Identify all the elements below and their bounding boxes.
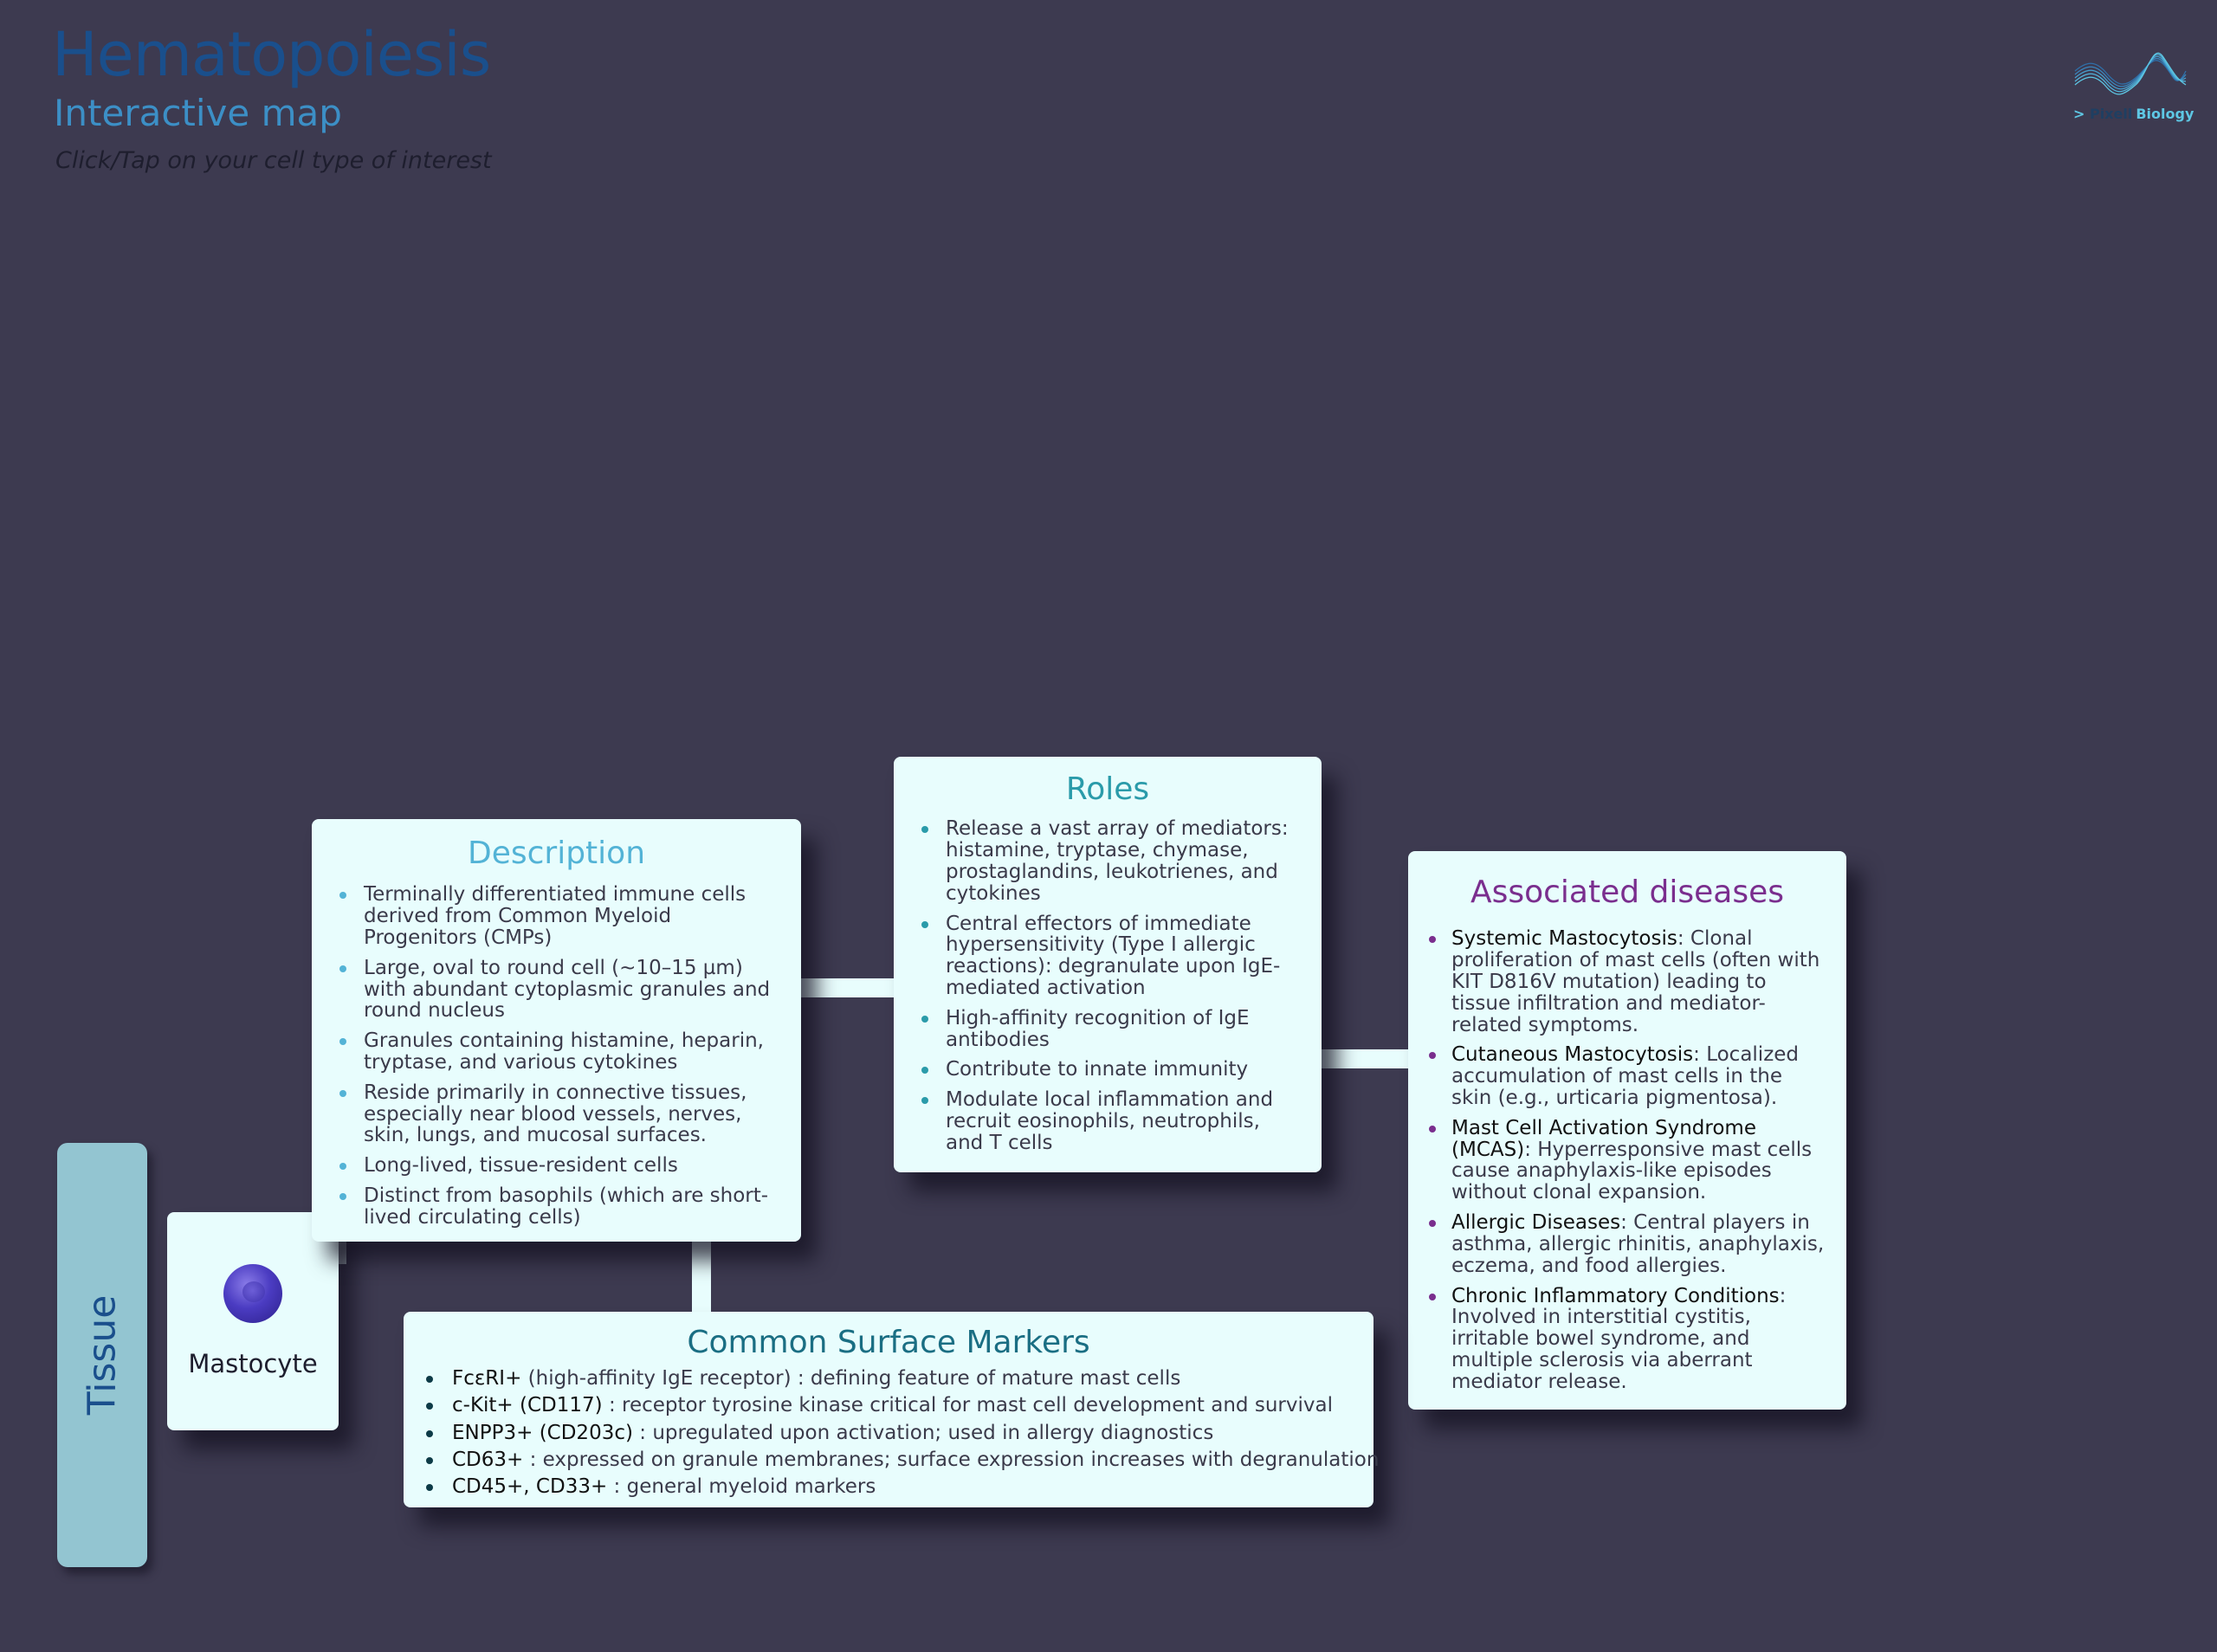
- marker-text: : upregulated upon activation; used in a…: [632, 1421, 1214, 1444]
- diseases-list: Systemic Mastocytosis: Clonal proliferat…: [1429, 927, 1827, 1393]
- disease-text: : Clonal proliferation of mast cells (of…: [1451, 927, 1820, 1036]
- roles-item: Central effectors of immediate hypersens…: [921, 913, 1301, 999]
- description-card: Description Terminally differentiated im…: [312, 819, 801, 1242]
- marker-name: ENPP3+ (CD203c): [452, 1421, 633, 1444]
- disease-item: Allergic Diseases: Central players in as…: [1429, 1211, 1827, 1277]
- marker-item: c-Kit+ (CD117) : receptor tyrosine kinas…: [426, 1394, 1356, 1417]
- disease-name: Cutaneous Mastocytosis: [1451, 1043, 1694, 1067]
- marker-name: CD63+: [452, 1449, 524, 1472]
- markers-title: Common Surface Markers: [687, 1325, 1090, 1360]
- disease-text: : Hyperresponsive mast cells cause anaph…: [1451, 1138, 1813, 1204]
- disease-text: : Involved in interstitial cystitis, irr…: [1451, 1284, 1787, 1393]
- diseases-title: Associated diseases: [1470, 874, 1785, 910]
- instruction-text: Click/Tap on your cell type of interest: [55, 147, 492, 174]
- roles-title: Roles: [1065, 771, 1150, 807]
- mast-cell-icon: [223, 1264, 282, 1323]
- description-item: Granules containing histamine, heparin, …: [339, 1030, 775, 1074]
- marker-item: CD63+ : expressed on granule membranes; …: [426, 1449, 1379, 1472]
- disease-item: Cutaneous Mastocytosis: Localized accumu…: [1429, 1043, 1827, 1109]
- connector-roles-diseases: [1316, 1049, 1413, 1068]
- marker-name: FcεRI+: [452, 1367, 522, 1391]
- markers-list: FcεRI+ (high-affinity IgE receptor) : de…: [426, 1367, 1379, 1499]
- disease-item: Systemic Mastocytosis: Clonal proliferat…: [1429, 927, 1827, 1036]
- description-item: Reside primarily in connective tissues, …: [339, 1081, 775, 1146]
- description-item: Long-lived, tissue-resident cells: [339, 1155, 775, 1177]
- disease-name: Systemic Mastocytosis: [1451, 927, 1677, 951]
- marker-item: ENPP3+ (CD203c) : upregulated upon activ…: [426, 1421, 1356, 1444]
- marker-text: (high-affinity IgE receptor) : defining …: [521, 1367, 1181, 1391]
- page-title: Hematopoiesis: [52, 19, 491, 90]
- roles-item: Modulate local inflammation and recruit …: [921, 1089, 1301, 1153]
- description-item: Large, oval to round cell (~10–15 µm) wi…: [339, 957, 775, 1022]
- disease-name: Chronic Inflammatory Conditions: [1451, 1284, 1780, 1307]
- cell-label: Mastocyte: [188, 1349, 318, 1378]
- tissue-label-bar[interactable]: Tissue: [57, 1143, 147, 1567]
- description-list: Terminally differentiated immune cells d…: [339, 884, 775, 1229]
- mastocyte-cell-card[interactable]: Mastocyte: [167, 1212, 339, 1430]
- tissue-label: Tissue: [80, 1294, 125, 1416]
- roles-card: Roles Release a vast array of mediators:…: [894, 757, 1322, 1172]
- marker-name: c-Kit+ (CD117): [452, 1394, 603, 1417]
- marker-text: : receptor tyrosine kinase critical for …: [602, 1394, 1333, 1417]
- marker-text: : expressed on granule membranes; surfac…: [523, 1449, 1380, 1472]
- disease-item: Mast Cell Activation Syndrome (MCAS): Hy…: [1429, 1116, 1827, 1204]
- disease-name: Mast Cell Activation Syndrome (MCAS): [1451, 1116, 1756, 1161]
- connector-description-markers: [692, 1236, 711, 1316]
- roles-item: Release a vast array of mediators: hista…: [921, 818, 1301, 904]
- roles-item: Contribute to innate immunity: [921, 1059, 1301, 1081]
- disease-item: Chronic Inflammatory Conditions: Involve…: [1429, 1284, 1827, 1393]
- disease-text: : Localized accumulation of mast cells i…: [1451, 1043, 1800, 1109]
- page-subtitle: Interactive map: [54, 92, 342, 134]
- surface-markers-card: Common Surface Markers FcεRI+ (high-affi…: [404, 1312, 1379, 1507]
- marker-item: FcεRI+ (high-affinity IgE receptor) : de…: [426, 1367, 1356, 1391]
- logo-prefix: >: [2073, 106, 2090, 122]
- description-item: Distinct from basophils (which are short…: [339, 1185, 775, 1229]
- disease-text: : Central players in asthma, allergic rh…: [1451, 1211, 1825, 1277]
- roles-list: Release a vast array of mediators: hista…: [921, 818, 1301, 1154]
- logo-brand-pixell: Pixell: [2089, 106, 2133, 122]
- associated-diseases-card: Associated diseases Systemic Mastocytosi…: [1408, 851, 1846, 1410]
- marker-text: : general myeloid markers: [607, 1475, 876, 1499]
- connector-description-roles: [797, 978, 899, 997]
- disease-name: Allergic Diseases: [1451, 1211, 1621, 1235]
- marker-name: CD45+, CD33+: [452, 1475, 608, 1499]
- description-title: Description: [467, 836, 646, 871]
- wave-logo-icon: [2074, 52, 2187, 95]
- description-item: Terminally differentiated immune cells d…: [339, 884, 775, 948]
- logo-brand-biology: Biology: [2136, 106, 2194, 122]
- marker-item: CD45+, CD33+ : general myeloid markers: [426, 1475, 1356, 1499]
- roles-item: High-affinity recognition of IgE antibod…: [921, 1007, 1301, 1051]
